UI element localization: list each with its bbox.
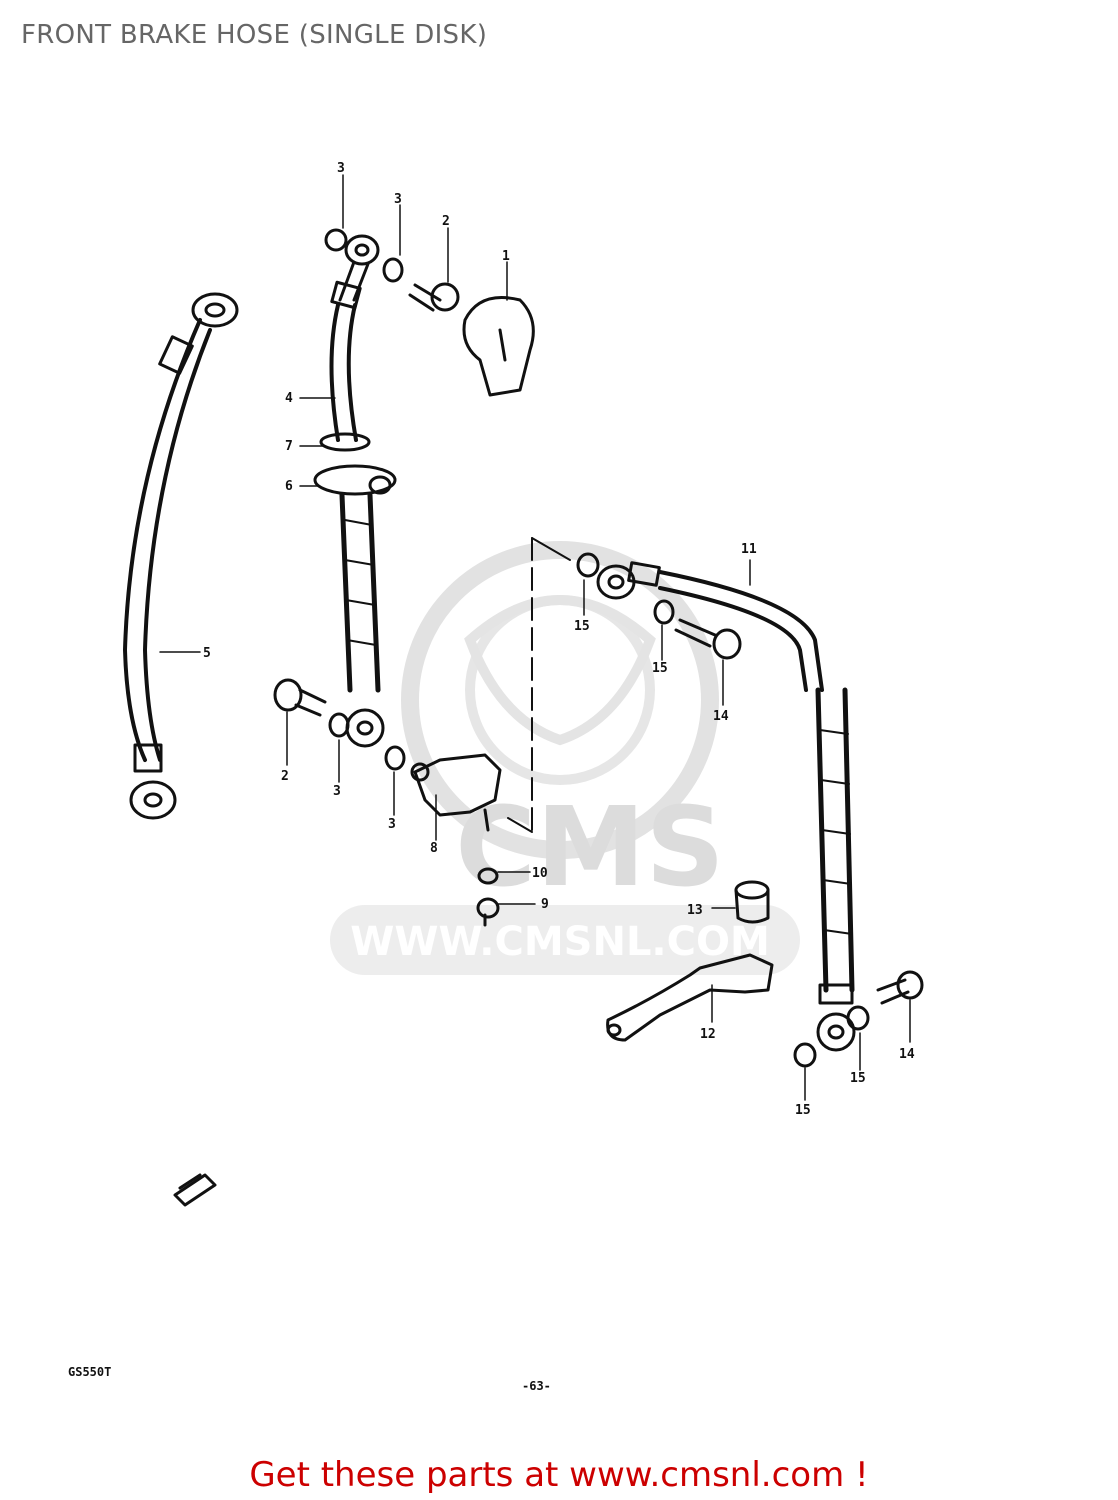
direction-arrow-icon — [173, 1173, 217, 1207]
cmsnl-parts-link[interactable]: Get these parts at www.cmsnl.com ! — [249, 1455, 869, 1495]
watermark-brand: CMS — [455, 783, 724, 911]
part-label-13: 13 — [687, 903, 703, 918]
footer-banner: Get these parts at www.cmsnl.com ! — [0, 1455, 1118, 1495]
part-label-3: 3 — [388, 817, 396, 832]
page-title: FRONT BRAKE HOSE (SINGLE DISK) — [21, 20, 488, 50]
part-label-15: 15 — [652, 661, 668, 676]
leader-lines — [159, 174, 911, 1101]
washer-part-3 — [324, 228, 406, 771]
clamp-part-13 — [734, 880, 770, 924]
washer-part-10 — [477, 867, 499, 885]
screw-part-9 — [476, 897, 500, 927]
part-label-10: 10 — [532, 866, 548, 881]
part-label-3: 3 — [337, 161, 345, 176]
part-label-3: 3 — [333, 784, 341, 799]
union-bolt-lower-part-2 — [273, 678, 327, 717]
part-label-15: 15 — [574, 619, 590, 634]
part-label-14: 14 — [899, 1047, 915, 1062]
joint-part-8 — [410, 753, 502, 832]
part-label-15: 15 — [795, 1103, 811, 1118]
brake-hose-part-5 — [123, 292, 239, 820]
part-label-2: 2 — [281, 769, 289, 784]
cms-watermark: CMS WWW.CMSNL.COM — [330, 541, 800, 975]
watermark-url: WWW.CMSNL.COM — [350, 919, 770, 965]
part-label-5: 5 — [203, 646, 211, 661]
model-code: GS550T — [68, 1365, 111, 1379]
part-label-4: 4 — [285, 391, 293, 406]
union-bolt-upper-part-14 — [674, 618, 742, 660]
part-label-15: 15 — [850, 1071, 866, 1086]
part-label-8: 8 — [430, 841, 438, 856]
washer-part-15 — [576, 552, 870, 1068]
bracket-part-12 — [606, 953, 774, 1042]
part-label-2: 2 — [442, 214, 450, 229]
part-label-3: 3 — [394, 192, 402, 207]
part-label-6: 6 — [285, 479, 293, 494]
union-bolt-upper-part-2 — [408, 282, 460, 312]
part-label-12: 12 — [700, 1027, 716, 1042]
assembly-indicator-line — [507, 537, 571, 833]
part-label-9: 9 — [541, 897, 549, 912]
brake-hose-part-4 — [313, 234, 397, 748]
cap-part-1 — [462, 296, 535, 397]
part-labels: 3 3 2 1 4 7 6 5 2 3 3 8 10 9 11 15 15 14… — [203, 161, 915, 1118]
union-bolt-lower-part-14 — [876, 970, 924, 1005]
part-label-11: 11 — [741, 542, 757, 557]
part-label-14: 14 — [713, 709, 729, 724]
part-label-7: 7 — [285, 439, 293, 454]
brake-hose-part-11 — [596, 561, 856, 1052]
part-label-1: 1 — [502, 249, 510, 264]
diagram-page-number: -63- — [522, 1379, 551, 1393]
